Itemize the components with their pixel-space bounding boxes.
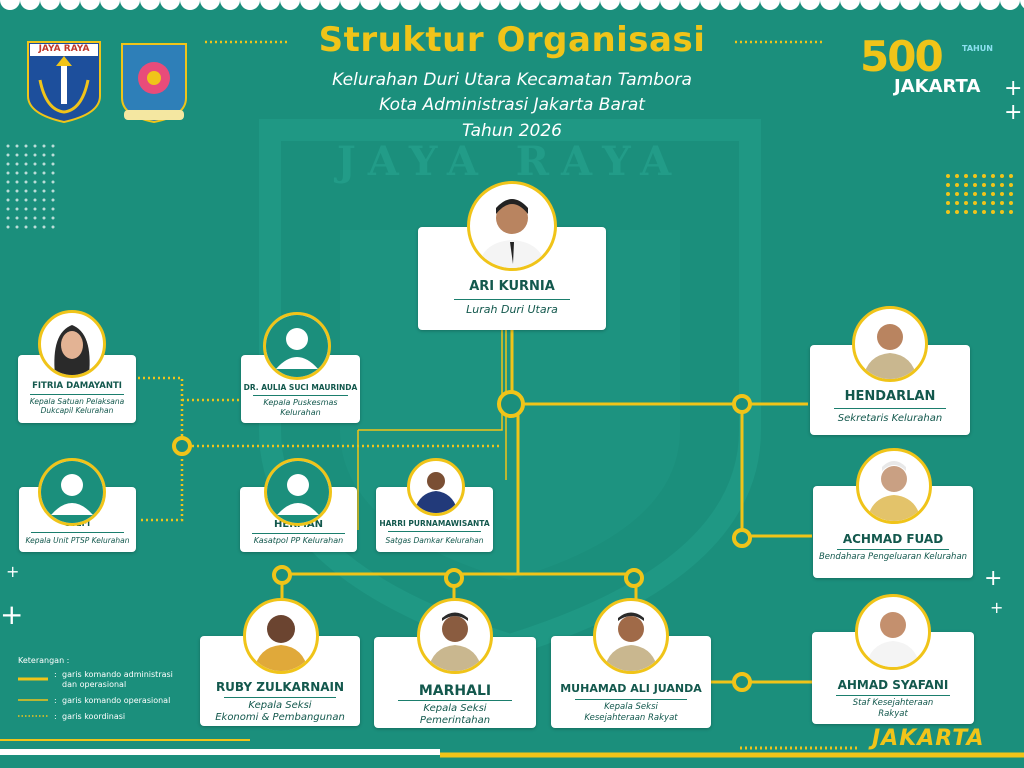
person-name: RUBY ZULKARNAIN — [215, 680, 345, 694]
card-damkar: HARRI PURNAMAWISANTA Satgas Damkar Kelur… — [376, 487, 493, 552]
photo-pemerintahan — [417, 598, 493, 674]
page-title: Struktur Organisasi — [318, 20, 706, 60]
photo-satpol — [264, 458, 332, 526]
person-role: Kepala Satuan Pelaksana Dukcapil Kelurah… — [29, 397, 125, 416]
person-role-line-1: Kepala Seksi — [423, 703, 487, 714]
person-role: Satgas Damkar Kelurahan — [385, 536, 484, 545]
photo-bendahara — [856, 448, 932, 524]
plus-icon: + — [1004, 76, 1023, 101]
legend-item-operasional: garis komando operasional — [62, 696, 171, 705]
person-name: HENDARLAN — [844, 389, 936, 404]
person-role-line-2: Pemerintahan — [419, 715, 491, 726]
dots-decoration-left — [6, 144, 55, 229]
plus-icon: + — [1004, 100, 1023, 125]
photo-staf-kesra — [855, 594, 931, 670]
dots-decoration-right — [946, 174, 1013, 214]
person-role-line-2: Ekonomi & Pembangunan — [215, 712, 345, 723]
photo-puskesmas — [263, 312, 331, 380]
person-role: Sekretaris Kelurahan — [837, 413, 943, 424]
person-name: AHMAD SYAFANI — [837, 678, 949, 692]
page-subtitle-line-2: Kota Administrasi Jakarta Barat — [379, 95, 645, 115]
watermark-text: JAYA RAYA — [334, 138, 683, 185]
legend-item-koordinasi: garis koordinasi — [62, 712, 126, 721]
person-role: Bendahara Pengeluaran Kelurahan — [818, 552, 968, 562]
person-name: HARRI PURNAMAWISANTA — [379, 519, 490, 528]
anniversary-city: JAKARTA — [894, 76, 981, 97]
page-subtitle-line-1: Kelurahan Duri Utara Kecamatan Tambora — [332, 70, 692, 90]
card-lurah: ARI KURNIA Lurah Duri Utara — [418, 227, 606, 330]
person-name: DR. AULIA SUCI MAURINDA — [243, 383, 358, 392]
legend-colon: : — [54, 670, 57, 679]
photo-damkar — [407, 458, 465, 516]
photo-sekretaris — [852, 306, 928, 382]
jaya-raya-logo: JAYA RAYA — [26, 40, 102, 124]
photo-kesra — [593, 598, 669, 674]
kotamadya-logo — [114, 38, 194, 126]
photo-kpts-dukcapil — [38, 310, 106, 378]
person-role-line-2: Kesejahteraan Rakyat — [584, 713, 678, 723]
person-name: MARHALI — [418, 683, 492, 699]
legend-colon: : — [54, 712, 57, 721]
legend-item-admin-line-2: dan operasional — [62, 680, 127, 689]
person-role-line-1: Kepala Seksi — [248, 700, 312, 711]
anniversary-tahun: TAHUN — [962, 44, 993, 53]
person-role: Kepala Puskesmas Kelurahan — [263, 398, 338, 417]
page-subtitle-line-3: Tahun 2026 — [461, 121, 562, 141]
legend-title: Keterangan : — [18, 656, 70, 665]
photo-ptsp — [38, 458, 106, 526]
person-name: ACHMAD FUAD — [842, 532, 944, 546]
legend-item-admin-line-1: garis komando administrasi — [62, 670, 173, 679]
person-role: Lurah Duri Utara — [466, 303, 558, 316]
top-scallop-border — [0, 0, 1024, 10]
person-role-line-1: Kepala Seksi — [604, 702, 658, 712]
person-role: Kepala Unit PTSP Kelurahan — [25, 536, 130, 545]
person-role: Kasatpol PP Kelurahan — [253, 536, 344, 545]
plus-icon: + — [990, 598, 1004, 617]
plus-icon: + — [0, 598, 24, 631]
photo-lurah — [467, 181, 557, 271]
person-role: Staf Kesejahteraan Rakyat — [852, 698, 934, 719]
jakarta-500-logo: 500 TAHUN JAKARTA — [858, 32, 998, 102]
person-name: MUHAMAD ALI JUANDA — [560, 682, 702, 695]
photo-ekbang — [243, 598, 319, 674]
plus-icon: + — [6, 562, 20, 581]
anniversary-number: 500 — [860, 32, 944, 81]
legend-colon: : — [54, 696, 57, 705]
footer-jakarta-logo: JAKARTA — [872, 726, 985, 751]
jaya-raya-logo-text: JAYA RAYA — [38, 44, 90, 54]
plus-icon: + — [984, 566, 1003, 591]
person-name: ARI KURNIA — [469, 279, 555, 294]
person-name: FITRIA DAMAYANTI — [32, 381, 122, 391]
